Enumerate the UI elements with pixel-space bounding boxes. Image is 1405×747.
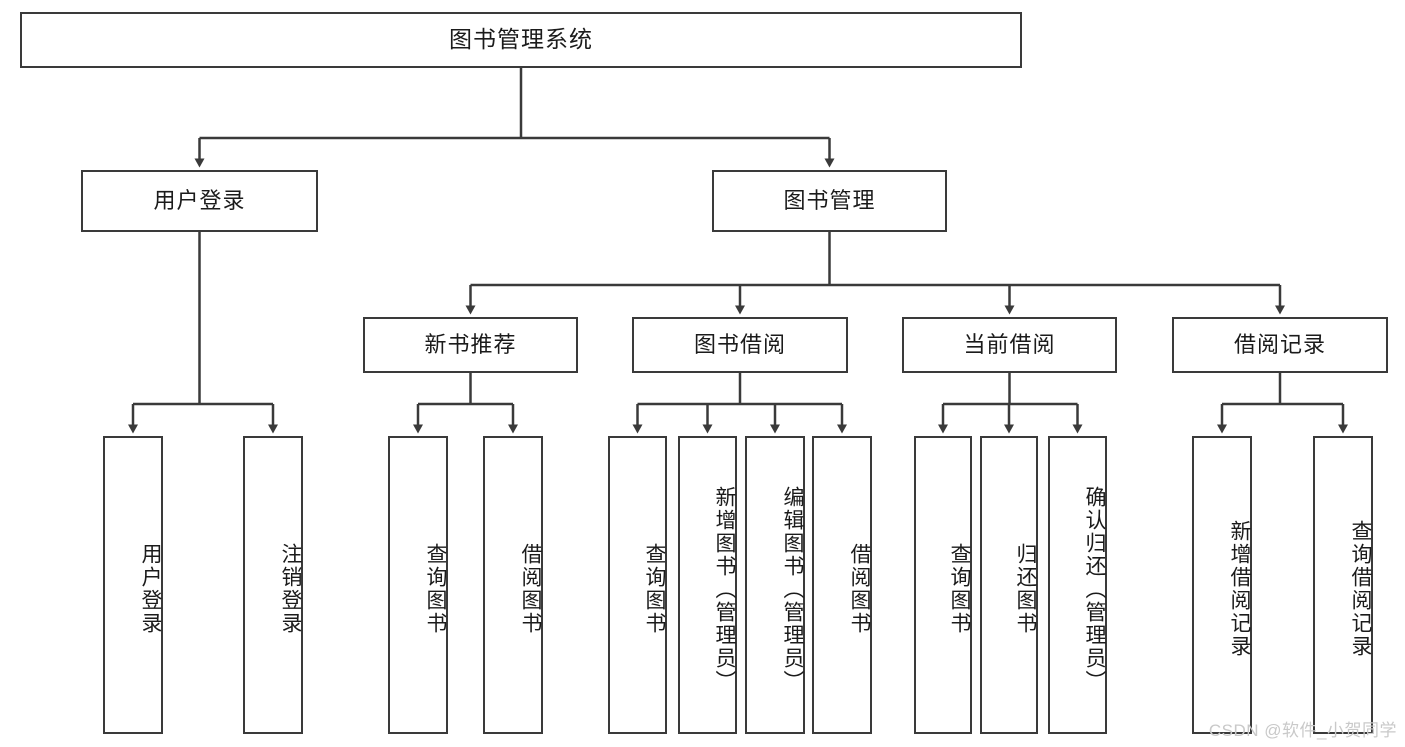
node-root-图书管理系统[interactable]: 图书管理系统 [20, 12, 1022, 68]
node-label: 图书借阅 [693, 331, 786, 357]
node-leaf-borrow-book-2[interactable]: 借阅图书 [812, 436, 872, 734]
node-label: 注销登录 [279, 543, 302, 635]
node-label: 当前借阅 [963, 331, 1056, 357]
node-new-book-rec[interactable]: 新书推荐 [363, 317, 578, 373]
node-leaf-add-record[interactable]: 新增借阅记录 [1192, 436, 1252, 734]
node-label: 用户登录 [139, 543, 162, 635]
node-book-manage[interactable]: 图书管理 [712, 170, 947, 232]
node-leaf-edit-book[interactable]: 编辑图书（管理员） [745, 436, 805, 734]
node-leaf-user-login[interactable]: 用户登录 [103, 436, 163, 734]
node-borrow-record[interactable]: 借阅记录 [1172, 317, 1388, 373]
node-leaf-query-book-2[interactable]: 查询图书 [608, 436, 667, 734]
node-label: 确认归还（管理员） [1083, 485, 1106, 693]
node-label: 新增借阅记录 [1228, 520, 1251, 658]
node-label: 归还图书 [1014, 543, 1037, 635]
node-leaf-borrow-book-1[interactable]: 借阅图书 [483, 436, 543, 734]
node-leaf-add-book[interactable]: 新增图书（管理员） [678, 436, 737, 734]
node-user-login[interactable]: 用户登录 [81, 170, 318, 232]
node-leaf-query-record[interactable]: 查询借阅记录 [1313, 436, 1373, 734]
node-leaf-return-book[interactable]: 归还图书 [980, 436, 1038, 734]
node-leaf-query-book-1[interactable]: 查询图书 [388, 436, 448, 734]
node-label: 图书管理 [783, 187, 876, 213]
node-label: 新书推荐 [424, 331, 517, 357]
node-label: 查询图书 [948, 543, 971, 635]
node-label: 新增图书（管理员） [713, 485, 736, 693]
node-label: 借阅记录 [1233, 331, 1326, 357]
node-leaf-logout[interactable]: 注销登录 [243, 436, 303, 734]
node-current-borrow[interactable]: 当前借阅 [902, 317, 1117, 373]
node-label: 查询借阅记录 [1349, 520, 1372, 658]
node-leaf-confirm-return[interactable]: 确认归还（管理员） [1048, 436, 1107, 734]
node-label: 用户登录 [153, 187, 246, 213]
node-leaf-query-book-3[interactable]: 查询图书 [914, 436, 972, 734]
node-label: 借阅图书 [519, 543, 542, 635]
node-label: 借阅图书 [848, 543, 871, 635]
node-label: 图书管理系统 [449, 26, 593, 53]
node-label: 查询图书 [424, 543, 447, 635]
node-label: 编辑图书（管理员） [781, 485, 804, 693]
node-book-borrow[interactable]: 图书借阅 [632, 317, 848, 373]
node-label: 查询图书 [643, 543, 666, 635]
watermark-label: CSDN @软件_小贺同学 [1208, 721, 1397, 740]
